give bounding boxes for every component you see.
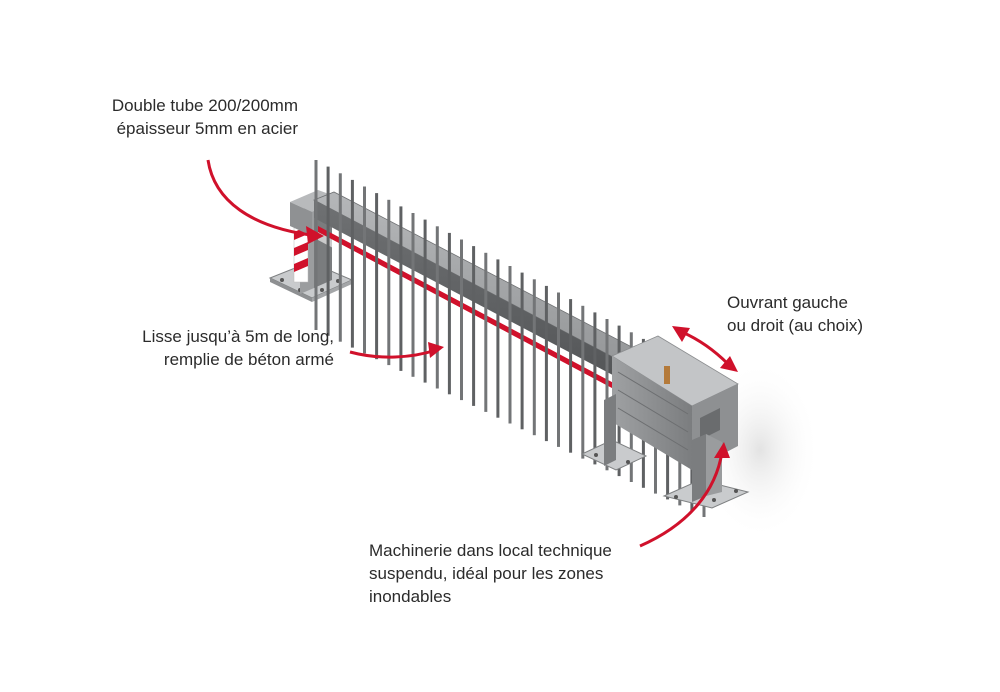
spike	[544, 285, 548, 442]
spike	[520, 272, 524, 430]
tube-arrow	[206, 159, 319, 238]
spike	[411, 213, 415, 377]
machinerie-annotation-line1: Machinerie dans local technique	[369, 541, 612, 560]
ouvrant-arrow-head-end	[720, 356, 738, 372]
spike	[423, 219, 427, 383]
spike	[435, 226, 439, 389]
spike	[496, 259, 500, 418]
lisse-annotation: Lisse jusqu’à 5m de long, remplie de bét…	[60, 325, 334, 371]
machinerie-annotation-line2: suspendu, idéal pour les zones	[369, 564, 604, 583]
spike	[338, 173, 342, 342]
spike	[472, 246, 476, 406]
spike	[484, 252, 488, 412]
tube-annotation: Double tube 200/200mm épaisseur 5mm en a…	[40, 94, 298, 140]
machinery-arrow-head	[714, 442, 730, 458]
spike	[593, 312, 597, 465]
spike	[557, 292, 560, 447]
spike	[399, 206, 403, 371]
machinerie-annotation: Machinerie dans local technique suspendu…	[369, 539, 669, 608]
ouvrant-annotation-line1: Ouvrant gauche	[727, 293, 848, 312]
spike	[460, 239, 463, 401]
lisse-annotation-line1: Lisse jusqu’à 5m de long,	[142, 327, 334, 346]
arrows	[206, 159, 738, 548]
spike	[314, 160, 318, 330]
spike	[569, 299, 573, 453]
spike	[532, 279, 536, 436]
spike	[447, 232, 451, 395]
spike	[363, 186, 366, 354]
spike	[581, 305, 585, 459]
tube-annotation-line2: épaisseur 5mm en acier	[116, 119, 298, 138]
tube-annotation-line1: Double tube 200/200mm	[111, 96, 298, 115]
ouvrant-annotation-line2: ou droit (au choix)	[727, 316, 864, 335]
spike	[375, 193, 379, 360]
machinery-arrow	[639, 451, 724, 548]
ouvrant-arrow-head-start	[672, 326, 690, 342]
machinerie-annotation-line3: inondables	[369, 587, 452, 606]
spike	[605, 319, 609, 471]
spike	[387, 199, 391, 366]
lisse-arrow-head	[428, 342, 444, 358]
spike	[350, 179, 354, 348]
ouvrant-annotation: Ouvrant gauche ou droit (au choix)	[727, 291, 927, 337]
tube-arrow-head	[306, 226, 324, 244]
lisse-arrow	[349, 348, 437, 359]
spike	[508, 266, 512, 424]
lisse-annotation-line2: remplie de béton armé	[163, 350, 334, 369]
spike	[326, 166, 330, 336]
